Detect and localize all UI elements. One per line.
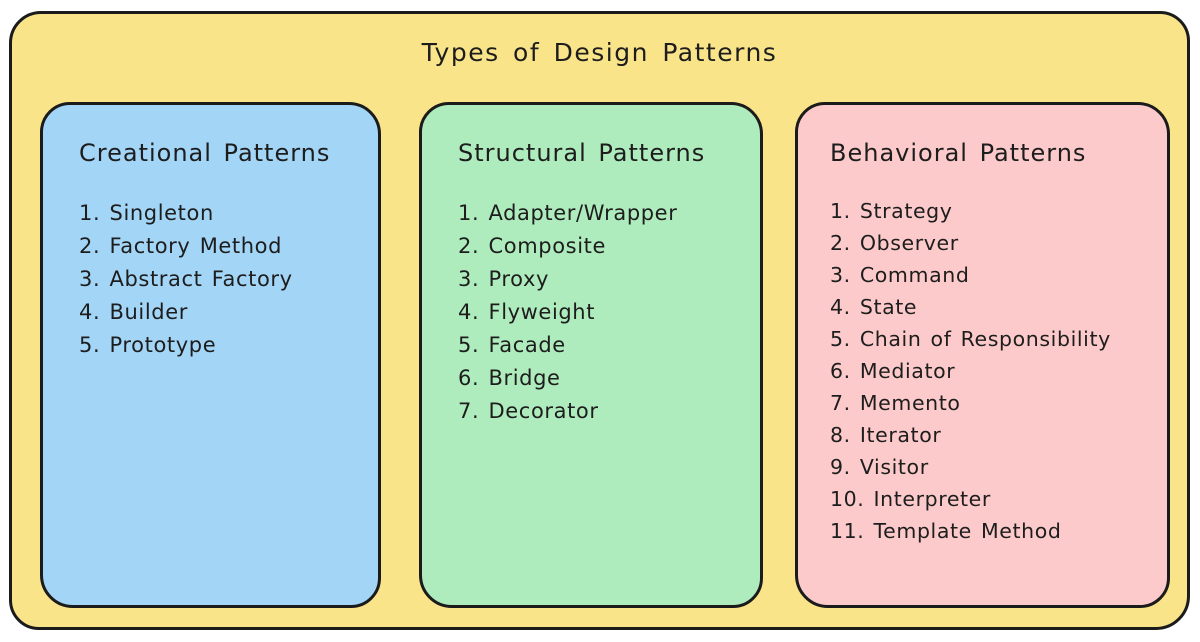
list-item: 5. Facade [458, 333, 566, 357]
list-item: 1. Adapter/Wrapper [458, 201, 678, 225]
creational-patterns-list: 1. Singleton 2. Factory Method 3. Abstra… [79, 197, 364, 362]
list-item: 6. Mediator [830, 359, 956, 383]
list-item: 3. Command [830, 263, 970, 287]
creational-patterns-heading: Creational Patterns [79, 139, 331, 167]
structural-patterns-list: 1. Adapter/Wrapper 2. Composite 3. Proxy… [458, 197, 746, 428]
structural-patterns-heading: Structural Patterns [458, 139, 706, 167]
behavioral-patterns-heading: Behavioral Patterns [830, 139, 1087, 167]
list-item: 7. Memento [830, 391, 961, 415]
list-item: 4. Builder [79, 300, 188, 324]
creational-patterns-box: Creational Patterns 1. Singleton 2. Fact… [40, 102, 381, 608]
diagram-title: Types of Design Patterns [421, 38, 778, 67]
list-item: 2. Factory Method [79, 234, 283, 258]
list-item: 9. Visitor [830, 455, 929, 479]
list-item: 4. State [830, 295, 918, 319]
list-item: 2. Observer [830, 231, 959, 255]
structural-patterns-box: Structural Patterns 1. Adapter/Wrapper 2… [419, 102, 763, 608]
list-item: 1. Singleton [79, 201, 214, 225]
list-item: 10. Interpreter [830, 487, 991, 511]
list-item: 8. Iterator [830, 423, 942, 447]
list-item: 1. Strategy [830, 199, 953, 223]
list-item: 4. Flyweight [458, 300, 596, 324]
list-item: 5. Prototype [79, 333, 217, 357]
list-item: 7. Decorator [458, 399, 599, 423]
list-item: 3. Proxy [458, 267, 550, 291]
list-item: 11. Template Method [830, 519, 1062, 543]
behavioral-patterns-box: Behavioral Patterns 1. Strategy 2. Obser… [795, 102, 1170, 608]
list-item: 5. Chain of Responsibility [830, 327, 1111, 351]
list-item: 3. Abstract Factory [79, 267, 293, 291]
list-item: 6. Bridge [458, 366, 561, 390]
outer-container-box: Types of Design Patterns Creational Patt… [9, 11, 1190, 630]
behavioral-patterns-list: 1. Strategy 2. Observer 3. Command 4. St… [830, 195, 1153, 547]
list-item: 2. Composite [458, 234, 606, 258]
